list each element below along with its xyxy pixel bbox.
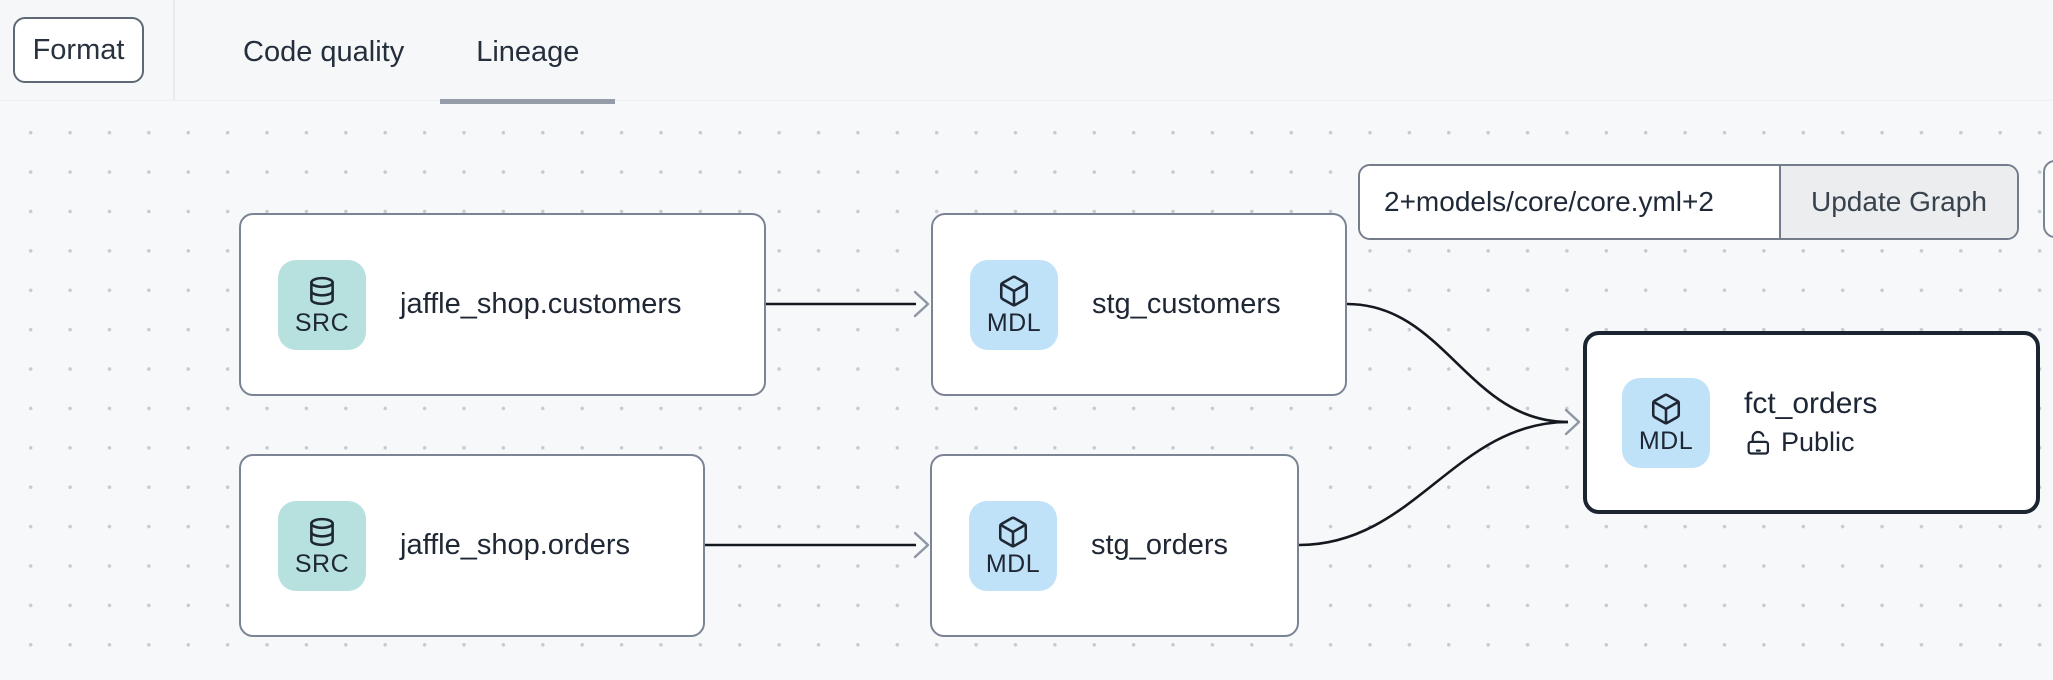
node-label: fct_orders <box>1744 387 1878 420</box>
model-badge: MDL <box>969 500 1057 591</box>
database-icon <box>310 517 334 546</box>
cube-icon <box>999 275 1029 307</box>
node-stg-orders[interactable]: MDL stg_orders <box>930 454 1299 637</box>
update-graph-button[interactable]: Update Graph <box>1779 166 2017 238</box>
node-jaffle-shop-customers[interactable]: SRC jaffle_shop.customers <box>239 213 766 396</box>
node-jaffle-shop-orders[interactable]: SRC jaffle_shop.orders <box>239 454 705 637</box>
tab-lineage[interactable]: Lineage <box>440 0 616 104</box>
database-icon <box>310 276 334 305</box>
model-badge: MDL <box>970 259 1058 350</box>
model-badge: MDL <box>1622 377 1710 468</box>
badge-label: SRC <box>294 549 350 578</box>
tab-code-quality[interactable]: Code quality <box>243 35 405 68</box>
node-stg-customers[interactable]: MDL stg_customers <box>931 213 1347 396</box>
panel-tabs: Code quality Lineage <box>207 0 616 104</box>
node-text-block: fct_orders Public <box>1744 387 1877 458</box>
editor-toolbar: Format Code quality Lineage <box>0 0 2053 104</box>
toolbar-divider <box>173 0 175 100</box>
badge-label: SRC <box>294 308 350 337</box>
lineage-selector-input[interactable] <box>1360 166 1779 238</box>
cube-icon <box>1651 393 1681 425</box>
lineage-selector-group: Update Graph <box>1358 164 2019 240</box>
source-badge: SRC <box>278 500 366 591</box>
node-label: stg_customers <box>1092 288 1281 320</box>
cube-icon <box>998 516 1028 548</box>
badge-label: MDL <box>986 308 1042 337</box>
node-label: jaffle_shop.orders <box>400 529 631 561</box>
source-badge: SRC <box>278 259 366 350</box>
badge-label: MDL <box>1638 426 1694 455</box>
access-row: Public <box>1744 427 1877 458</box>
node-label: stg_orders <box>1091 529 1229 561</box>
format-button[interactable]: Format <box>13 17 144 83</box>
unlocked-padlock-icon <box>1747 430 1770 455</box>
access-label: Public <box>1781 427 1855 457</box>
node-label: jaffle_shop.customers <box>400 288 682 320</box>
node-fct-orders[interactable]: MDL fct_orders Public <box>1583 331 2040 514</box>
badge-label: MDL <box>985 549 1041 578</box>
clipped-control-button[interactable] <box>2043 160 2053 238</box>
